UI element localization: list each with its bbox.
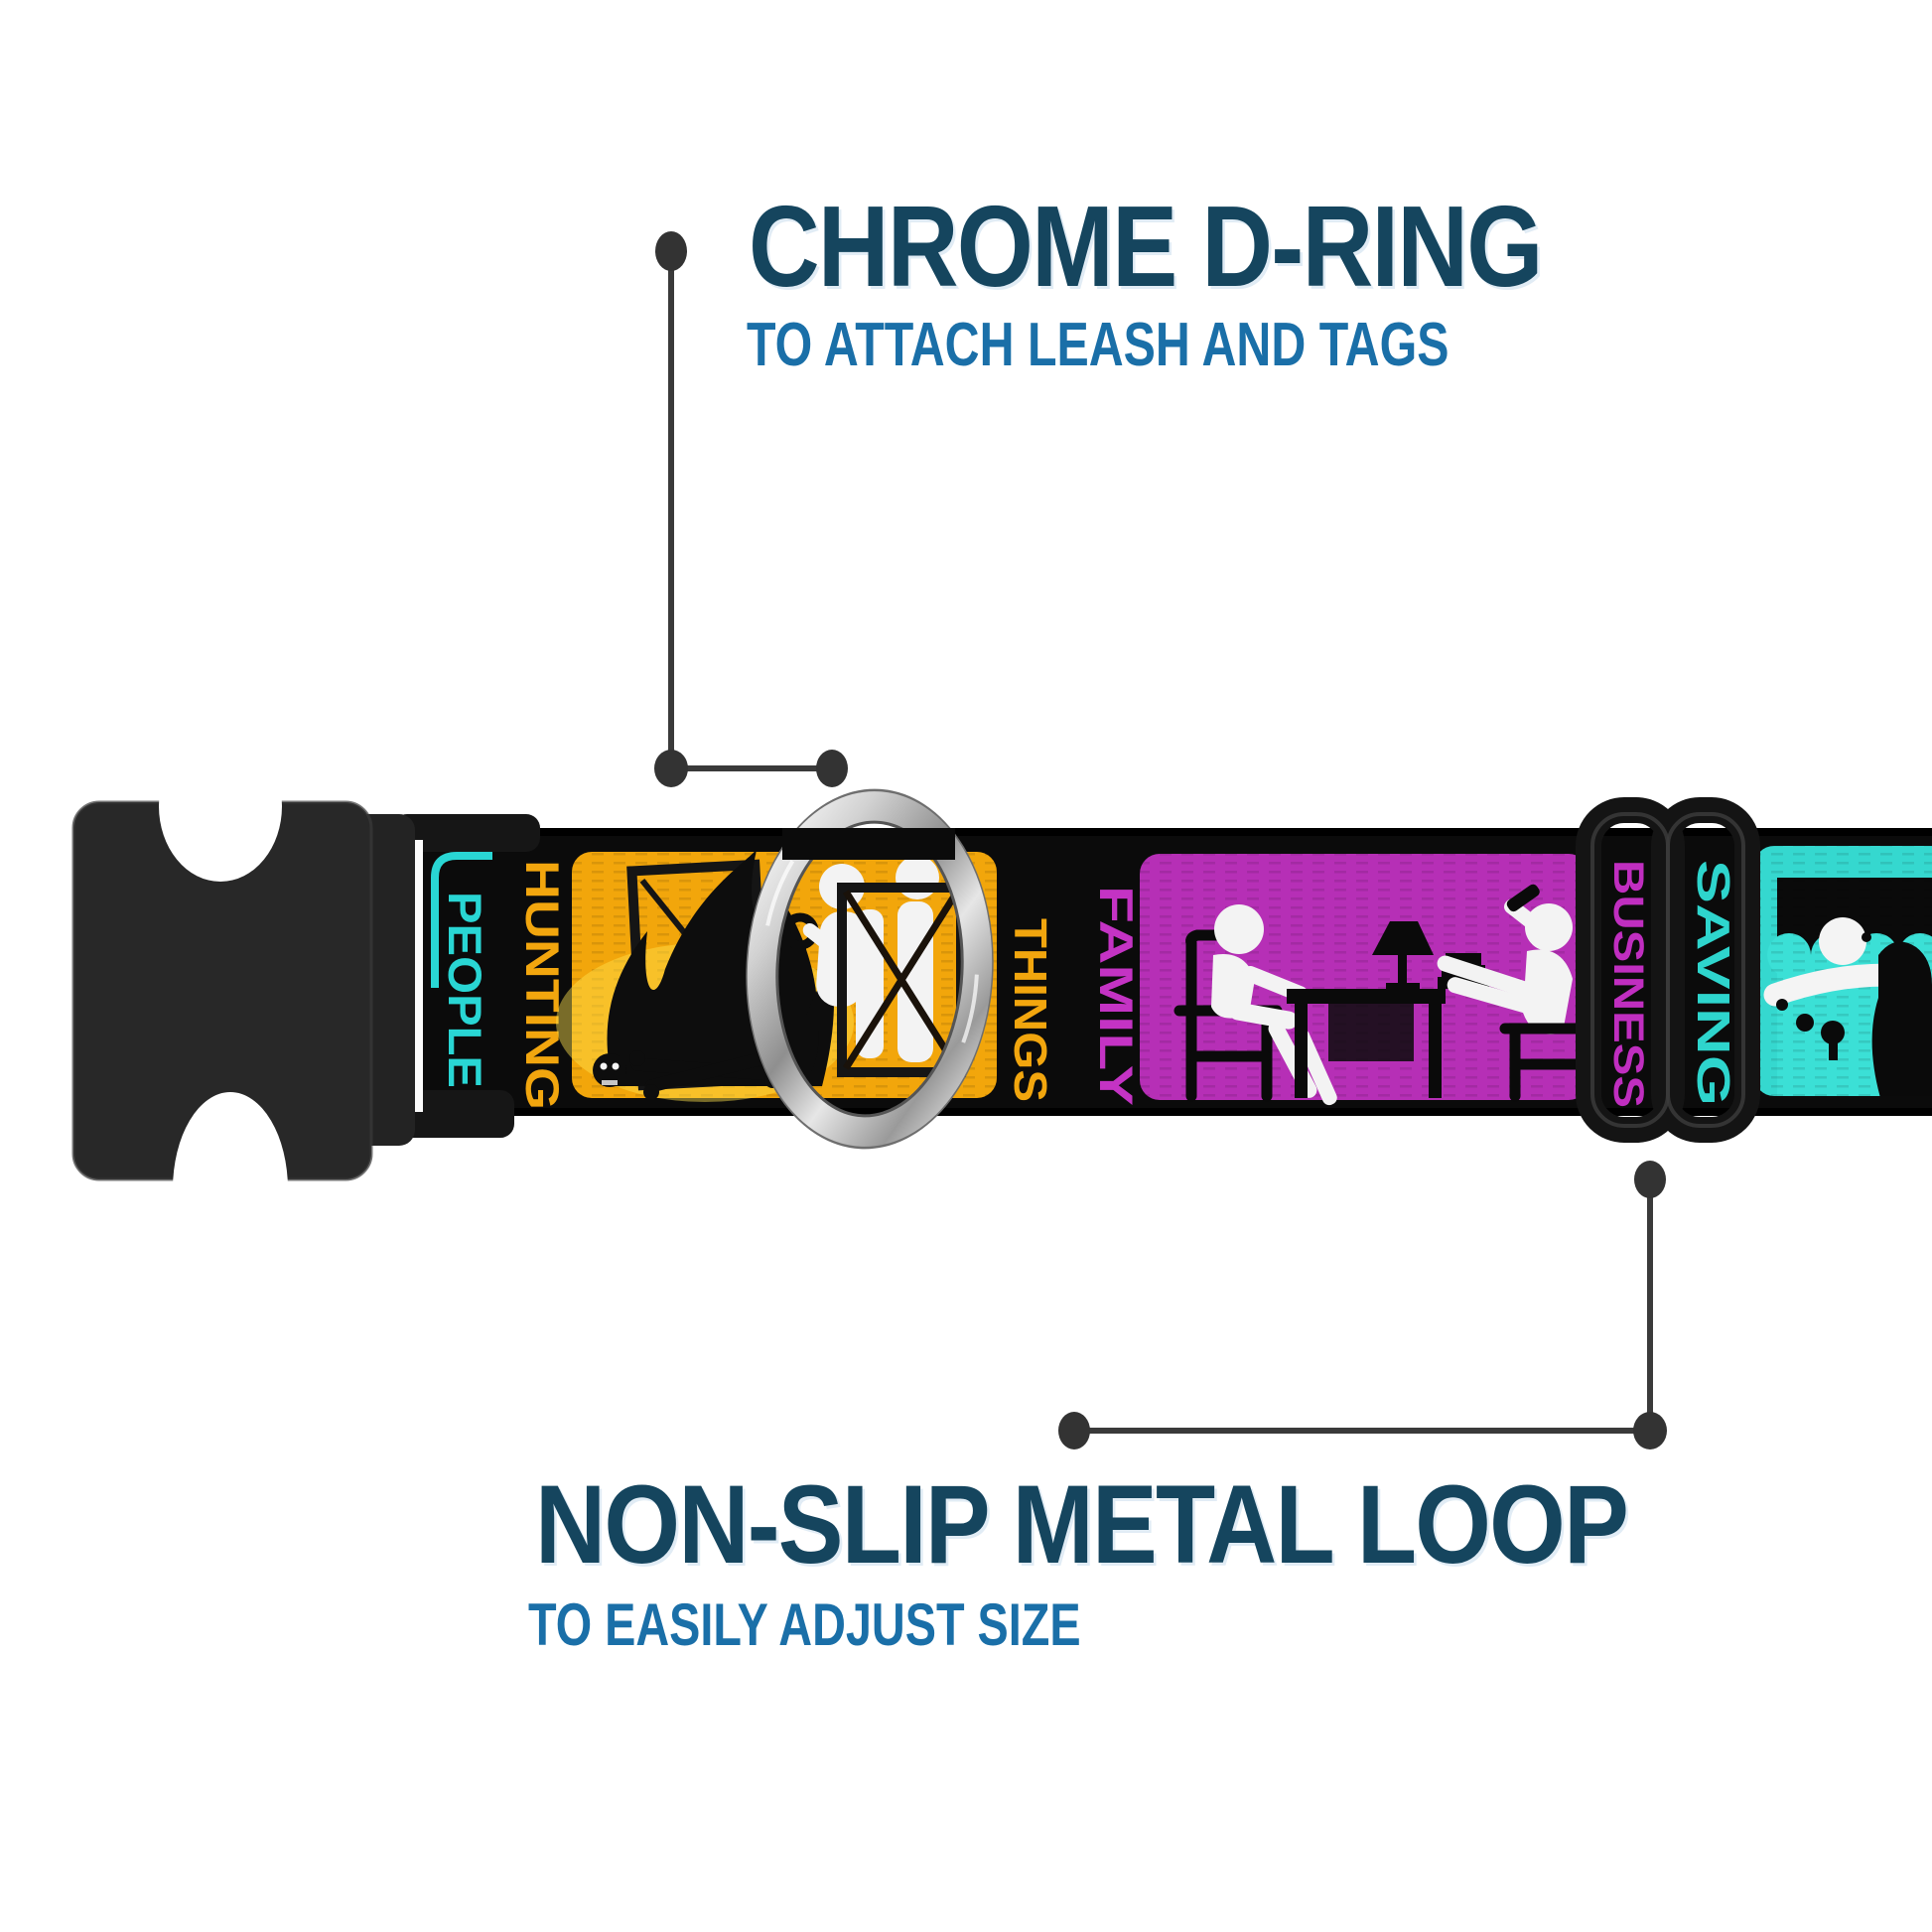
top-callout-subtitle: TO ATTACH LEASH AND TAGS [747,311,1449,379]
label-saving: SAVING [1688,860,1739,1106]
label-business: BUSINESS [1604,860,1652,1108]
label-hunting: HUNTING [516,860,569,1110]
metal-slide-loop [1576,797,1760,1143]
bottom-leader-dots [1058,1161,1667,1449]
label-family: FAMILY [1090,886,1143,1106]
saving-panel [1754,846,1932,1096]
drowning-swimmer-icon [1763,917,1932,1096]
strap-loop-over-ring [782,828,955,860]
loop-pointer-dot [1634,1161,1666,1198]
buckle [71,731,540,1287]
label-things: THINGS [1005,918,1056,1102]
chrome-d-ring [746,788,994,1150]
top-elbow-dot [654,750,688,787]
top-callout-dot [655,231,687,271]
top-leader-line [668,256,832,771]
bottom-elbow-dot [1633,1412,1667,1449]
family-panel [1140,854,1600,1106]
bottom-leader-line [1074,1179,1653,1434]
top-leader-dots [654,231,848,787]
d-ring-pointer-dot [816,750,848,787]
bottom-callout-title: NON-SLIP METAL LOOP [535,1462,1629,1587]
bottom-callout-subtitle: TO EASILY ADJUST SIZE [528,1591,1081,1658]
bottom-callout-dot [1058,1412,1090,1449]
label-people: PEOPLE [439,892,491,1088]
teal-pinstripe-corner [431,852,492,988]
top-callout-title: CHROME D-RING [749,182,1543,311]
